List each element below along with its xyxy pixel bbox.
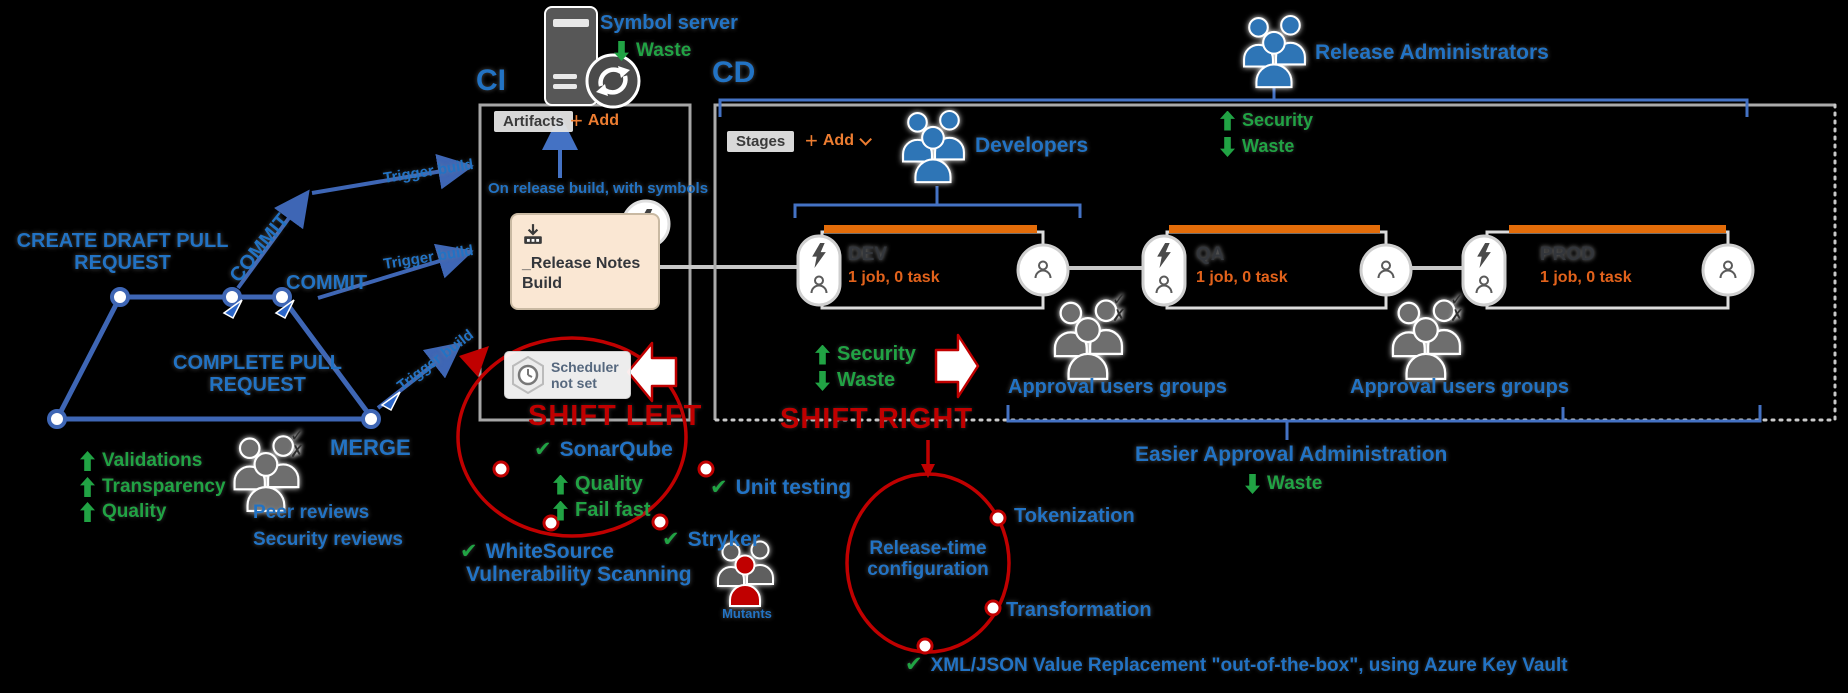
quality-label: Quality [575,473,643,495]
xml-json-label: XML/JSON Value Replacement "out-of-the-b… [930,655,1568,676]
scheduler-badge[interactable]: Scheduler not set [504,351,631,399]
transformation-label: Transformation [1006,599,1152,621]
up-arrow-icon [1220,110,1235,131]
shift-right-circle [845,440,1011,655]
easier-approval-bracket [1006,405,1762,440]
check-icon: ✔ [710,475,728,499]
release-notes-build-card[interactable]: _Release Notes Build [510,213,660,310]
add-artifact-button[interactable]: +Add [570,108,619,133]
approval-groups-right-label: Approval users groups [1350,376,1569,398]
unit-testing-label: Unit testing [735,476,852,499]
release-administrators-icon [1242,14,1306,89]
stage-prod-shape[interactable] [1461,225,1755,310]
fail-fast-label: Fail fast [575,499,651,521]
sync-icon [585,53,641,109]
stage-dev-name[interactable]: DEV [848,244,888,265]
symbol-server-waste-label: Waste [636,40,692,61]
shift-right-title: SHIFT RIGHT [780,403,974,435]
mutants-icon [717,540,774,607]
developers-bracket [793,186,1082,218]
stage-dev-meta: 1 job, 0 task [848,269,940,286]
ci-section-label: CI [476,64,506,97]
commit-plane-icons [222,299,401,412]
stage-qa-shape[interactable] [1141,225,1413,310]
down-arrow-icon [815,371,830,391]
plus-icon: + [805,128,818,153]
up-arrow-icon [815,344,830,365]
developers-icon [902,109,965,184]
peer-reviewers-icon [233,435,300,512]
build-card-title: _Release Notes Build [522,255,641,292]
symbol-server-label: Symbol server [600,12,738,34]
easier-approval-label: Easier Approval Administration [1135,443,1448,466]
tab-stages[interactable]: Stages [727,131,795,152]
approval-groups-left-label: Approval users groups [1008,376,1227,398]
benefit-validations: Validations [102,450,203,471]
commit-lower-label: COMMIT [286,272,368,294]
check-icon: ✔ [534,437,552,461]
benefit-quality: Quality [102,501,167,522]
security-reviews-label: Security reviews [253,529,403,550]
developers-label: Developers [975,134,1089,157]
stage-security-label: Security [837,343,916,365]
release-admins-bracket [718,88,1749,117]
symbol-server-icon [544,6,641,109]
merge-label: MERGE [330,435,411,460]
release-admins-label: Release Administrators [1315,41,1549,64]
down-arrow-icon [614,41,629,61]
check-x-icon: ✓✗ [290,426,305,463]
check-x-icon: ✓✗ [1450,290,1465,327]
plus-icon: + [570,108,583,133]
shift-left-title: SHIFT LEFT [528,400,703,432]
mutants-label: Mutants [722,606,772,621]
up-arrow-icon [80,502,95,522]
shift-right-arrow-icon [934,333,980,399]
vulnerability-scanning-label: Vulnerability Scanning [466,563,692,586]
cd-box-dotted-border [713,103,1837,422]
cd-box-solid-border [713,103,1835,420]
down-arrow-icon [1245,474,1260,494]
benefit-transparency: Transparency [102,476,226,497]
on-release-note: On release build, with symbols [488,180,709,197]
check-x-icon: ✓✗ [1112,290,1127,327]
admin-waste-label: Waste [1242,136,1295,156]
up-arrow-icon [80,451,95,471]
admin-security-label: Security [1242,110,1314,130]
check-icon: ✔ [905,652,923,676]
stage-prod-meta: 1 job, 0 task [1540,269,1632,286]
pr-flow-lines [54,294,374,422]
stage-qa-name[interactable]: QA [1196,244,1225,265]
down-arrow-icon [1220,137,1235,157]
up-arrow-icon [553,500,568,521]
peer-reviews-label: Peer reviews [253,502,370,523]
complete-pr-label: COMPLETE PULL REQUEST [173,352,342,397]
commit-node-dots [47,287,381,429]
whitesource-label: WhiteSource [485,540,614,563]
easier-waste-label: Waste [1267,473,1323,494]
sonarqube-label: SonarQube [559,438,673,461]
stage-dev-shape[interactable] [796,225,1070,310]
shift-left-circle [456,336,715,538]
stage-qa-meta: 1 job, 0 task [1196,269,1288,286]
check-icon: ✔ [662,527,680,551]
check-icon: ✔ [460,539,478,563]
create-draft-pr-label: CREATE DRAFT PULL REQUEST [16,230,229,275]
cd-section-label: CD [712,56,756,89]
shift-left-arrow-icon [626,341,678,403]
stage-waste-label: Waste [837,369,896,391]
tab-artifacts[interactable]: Artifacts [494,111,573,132]
stage-prod-name[interactable]: PROD [1540,244,1595,265]
build-artifact-icon [524,224,542,244]
trigger-build-arrows [236,153,474,410]
scheduler-badge-text: Scheduler not set [551,358,619,391]
add-stage-button[interactable]: +Add [805,128,872,153]
release-time-config-label: Release-time configuration [867,538,989,581]
up-arrow-icon [80,477,95,497]
scheduler-clock-icon [512,356,544,394]
stryker-label: Stryker [687,528,760,551]
up-arrow-icon [553,474,568,495]
tokenization-label: Tokenization [1014,505,1135,527]
